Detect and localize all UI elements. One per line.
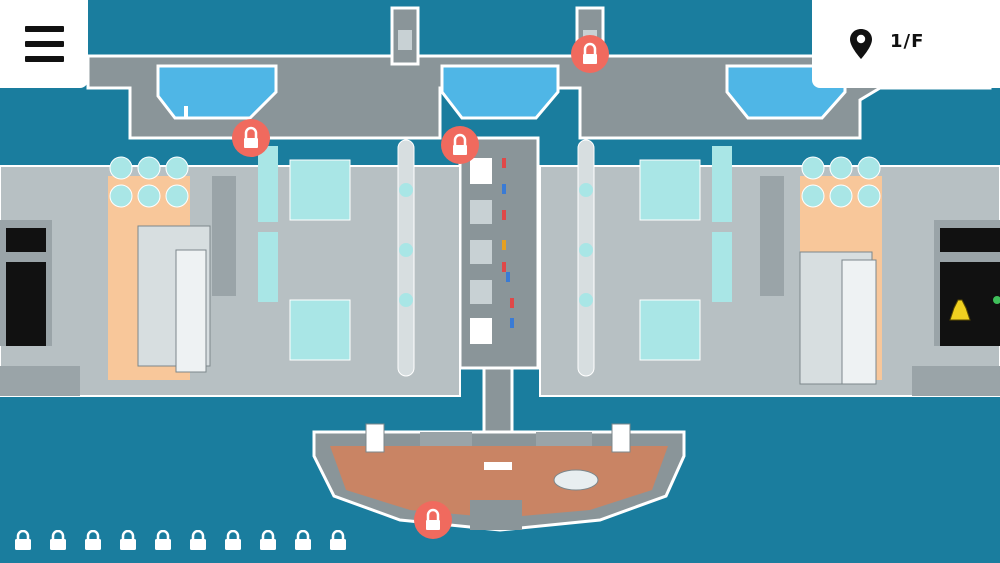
people [184,106,514,328]
hamburger-menu-icon [25,26,64,32]
inventory-slot-padlock-icon[interactable] [189,529,207,550]
inventory-slot-padlock-icon[interactable] [224,529,242,550]
map-pin-icon [850,29,872,59]
floor-label: 1/F [890,31,925,52]
left-plant [0,139,461,397]
menu-button[interactable] [0,0,88,88]
inventory-slot-padlock-icon[interactable] [84,529,102,550]
inventory-slot-padlock-icon[interactable] [119,529,137,550]
yellow-item-icon[interactable] [949,296,1000,321]
locked-area-badge[interactable] [441,126,479,164]
floor-selector[interactable]: 1/F [812,0,1000,88]
locked-area-badge[interactable] [232,119,270,157]
right-plant [539,139,1000,397]
inventory-slot-padlock-icon[interactable] [14,529,32,550]
inventory-slot-padlock-icon[interactable] [49,529,67,550]
inventory-slot-padlock-icon[interactable] [259,529,277,550]
menu-bar [25,56,64,62]
inventory-slot-padlock-icon[interactable] [329,529,347,550]
locked-area-badge[interactable] [414,501,452,539]
inventory-slot-padlock-icon[interactable] [154,529,172,550]
inventory-slot-padlock-icon[interactable] [294,529,312,550]
central-corridor [458,136,540,434]
locked-area-badge[interactable] [571,35,609,73]
menu-bar [25,41,64,47]
lounge [312,423,686,532]
